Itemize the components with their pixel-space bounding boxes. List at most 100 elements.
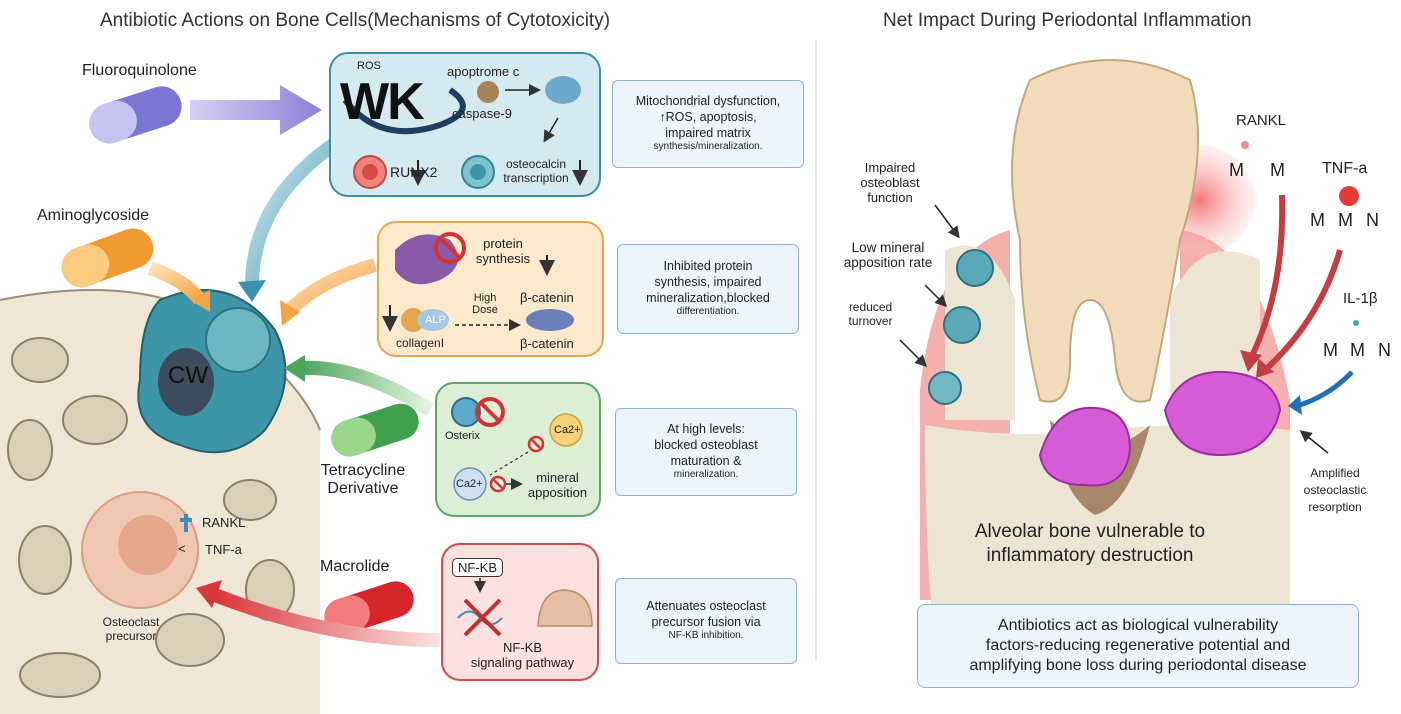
mineral-apposition-label: mineral apposition xyxy=(520,470,595,500)
impaired-line-3: function xyxy=(867,190,913,205)
beta-catenin-bottom-label: β-catenin xyxy=(520,336,574,351)
il-m2: M xyxy=(1350,340,1365,360)
fq-desc-line-3: impaired matrix xyxy=(665,125,751,140)
fq-to-cell-arrow xyxy=(244,134,344,291)
ca-bottom-label: Ca2+ xyxy=(456,478,483,490)
protein-line-1: protein xyxy=(483,236,523,251)
ros-label: ROS xyxy=(357,60,381,72)
rankl-label: RANKL xyxy=(1236,112,1287,129)
osteoblast-cell-label: CW xyxy=(168,362,208,389)
mineral-line-1: mineral xyxy=(536,470,579,485)
fq-desc-line-2: ↑ROS, apoptosis, xyxy=(659,109,757,124)
il1b-label: IL-1β xyxy=(1343,290,1378,307)
ml-description-box: Attenuates osteoclast precursor fusion v… xyxy=(615,578,797,664)
conclusion-line-3: amplifying bone loss during periodontal … xyxy=(969,657,1307,674)
apoptrome-label: apoptrome c xyxy=(447,64,520,79)
ag-description-box: Inhibited protein synthesis, impaired mi… xyxy=(617,244,799,334)
ag-box-to-cell-arrow xyxy=(285,258,377,316)
il-m1: M xyxy=(1323,340,1338,360)
high-dose-label: High Dose xyxy=(465,292,505,316)
tnf-label: TNF-a xyxy=(1322,160,1368,177)
fluoroquinolone-label: Fluoroquinolone xyxy=(82,62,197,79)
tc-desc-line-1: At high levels: xyxy=(667,422,745,437)
tnf-m1: M xyxy=(1310,210,1325,230)
alp-label: ALP xyxy=(425,314,446,326)
mineral-line-2: apposition xyxy=(527,485,588,500)
il-n: N xyxy=(1378,340,1391,360)
protein-synthesis-label: protein synthesis xyxy=(468,236,538,266)
alveolar-line-1: Alveolar bone vulnerable to xyxy=(974,521,1206,542)
left-panel-title: Antibiotic Actions on Bone Cells(Mechani… xyxy=(100,10,611,31)
rankl-m2: M xyxy=(1270,160,1285,180)
aminoglycoside-pill xyxy=(61,228,154,288)
osteoblast-cell xyxy=(137,289,287,454)
osteocalcin-label: osteocalcin transcription xyxy=(496,157,576,185)
amplified-resorption-label: Amplified osteoclastic resorption xyxy=(1295,465,1375,515)
fq-desc-line-4: synthesis/mineralization. xyxy=(653,141,763,153)
osteocalcin-line-1: osteocalcin xyxy=(505,157,567,171)
amp-line-2: osteoclastic xyxy=(1303,482,1367,497)
amp-line-3: resorption xyxy=(1308,499,1362,514)
protein-line-2: synthesis xyxy=(475,251,531,266)
caspase-label: caspase-9 xyxy=(452,106,512,121)
high-label: High xyxy=(473,292,497,304)
impaired-line-1: Impaired xyxy=(864,160,916,175)
wk-label: WK xyxy=(340,73,425,131)
fq-description-box: Mitochondrial dysfunction, ↑ROS, apoptos… xyxy=(612,80,804,168)
low-mineral-label: Low mineral apposition rate xyxy=(838,240,938,270)
precursor-label-line-2: precursor xyxy=(105,629,157,643)
runx2-label: RUNX2 xyxy=(390,164,438,180)
ml-desc-line-2: precursor fusion via xyxy=(651,614,761,629)
low-line-1: Low mineral xyxy=(851,240,925,255)
alveolar-line-2: inflammatory destruction xyxy=(986,544,1194,566)
tc-desc-line-3: maturation & xyxy=(670,453,742,468)
precursor-lt-symbol: < xyxy=(178,541,186,556)
precursor-label-line-1: Osteoclast xyxy=(102,615,160,629)
tc-to-cell-arrow xyxy=(299,360,434,416)
conclusion-line-2: factors-reducing regenerative potential … xyxy=(985,637,1291,654)
precursor-tnf-label: TNF-a xyxy=(205,542,242,557)
rankl-m1: M xyxy=(1229,160,1244,180)
impaired-line-2: osteoblast xyxy=(860,175,920,190)
reduced-line-1: reduced xyxy=(848,300,893,314)
right-panel-title: Net Impact During Periodontal Inflammati… xyxy=(883,10,1252,31)
tnf-n: N xyxy=(1366,210,1379,230)
precursor-rankl-label: RANKL xyxy=(202,515,246,530)
reduced-turnover-label: reduced turnover xyxy=(838,300,903,328)
ml-desc-line-1: Attenuates osteoclast xyxy=(646,599,766,614)
pathway-line-1: NF-KB xyxy=(503,640,542,655)
nfkb-pathway-label: NF-KB signaling pathway xyxy=(450,640,595,670)
pathway-line-2: signaling pathway xyxy=(470,655,575,670)
ml-desc-line-3: NF-KB inhibition. xyxy=(668,630,744,642)
tc-desc-line-2: blocked osteoblast xyxy=(654,437,758,452)
osteoclast-precursor-label: Osteoclast precursor xyxy=(90,615,172,643)
tetracycline-label: Tetracycline Derivative xyxy=(313,462,413,498)
right-osteoblasts xyxy=(928,249,994,405)
ag-desc-line-2: synthesis, impaired xyxy=(654,274,762,289)
impaired-osteoblast-label: Impaired osteoblast function xyxy=(850,160,930,205)
right-osteoclasts xyxy=(1038,370,1282,487)
fluoroquinolone-pill xyxy=(89,86,182,144)
tc-desc-line-4: mineralization. xyxy=(673,469,739,481)
ml-to-precursor-arrow xyxy=(212,588,441,647)
osteocalcin-line-2: transcription xyxy=(503,171,569,185)
dose-label: Dose xyxy=(472,304,498,316)
low-line-2: apposition rate xyxy=(843,255,933,270)
tetracycline-label-line-1: Tetracycline xyxy=(320,462,406,479)
tc-description-box: At high levels: blocked osteoblast matur… xyxy=(615,408,797,496)
beta-catenin-top-label: β-catenin xyxy=(520,290,574,305)
tetracycline-label-line-2: Derivative xyxy=(327,480,399,497)
amp-line-1: Amplified xyxy=(1310,466,1360,480)
nfkb-tag: NF-KB xyxy=(452,558,503,577)
tnf-m2: M xyxy=(1338,210,1353,230)
reduced-line-2: turnover xyxy=(848,314,893,328)
fluoroquinolone-arrow xyxy=(190,85,322,135)
osteoclast-precursor-cell xyxy=(81,491,199,609)
osterix-label: Osterix xyxy=(445,430,480,442)
ag-desc-line-3: mineralization,blocked xyxy=(646,290,770,305)
tooth xyxy=(1011,59,1199,403)
ca-top-label: Ca2+ xyxy=(554,424,581,436)
collagen-label: collagenI xyxy=(396,336,445,350)
alveolar-bone-caption: Alveolar bone vulnerable to inflammatory… xyxy=(960,520,1220,568)
